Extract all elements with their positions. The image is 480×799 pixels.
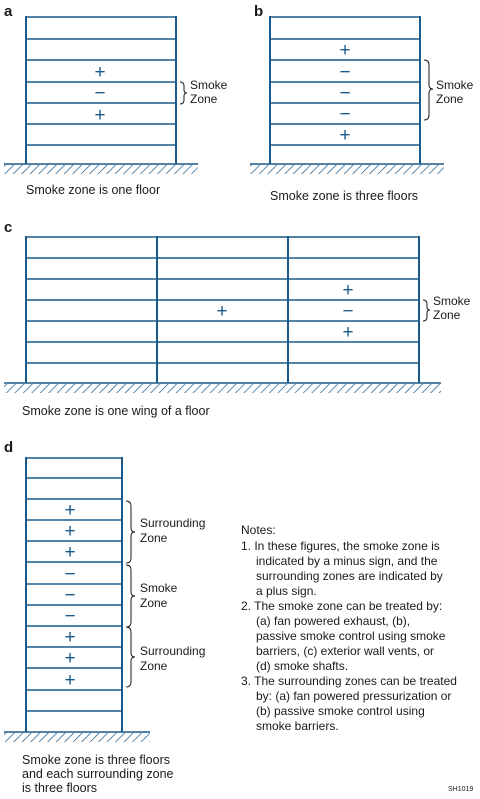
panel-d-brace-2 [125,564,136,628]
panel-c-ground [4,382,441,393]
panel-c-zone-label-1: Smoke [433,294,471,308]
panel-c-building [25,236,420,383]
panel-d-zone-1-label-1: Surrounding [140,516,205,530]
panel-b: b + − − − + Smoke Zone Smoke zone is thr… [250,3,474,203]
panel-b-caption: Smoke zone is three floors [270,189,418,203]
notes-line-8: barriers, (c) exterior wall vents, or [256,644,434,658]
panel-a-zone-label-1: Smoke [190,78,228,92]
panel-a-sign-2: − [94,83,105,104]
panel-c-sign-2: − [342,301,353,322]
notes-heading: Notes: [241,523,276,537]
panel-c: c + + − + Smoke Zone Smoke zone is one w… [4,219,471,418]
panel-d-sign-1: + [64,500,75,521]
notes-line-12: (b) passive smoke control using [256,704,425,718]
panel-d-sign-8: + [64,648,75,669]
panel-d: d + + + − − − + + + [4,439,205,795]
panel-d-brace-3 [125,626,136,688]
panel-b-zone-label-1: Smoke [436,78,474,92]
notes-line-2: indicated by a minus sign, and the [256,554,438,568]
panel-b-sign-4: − [339,104,350,125]
notes-line-13: smoke barriers. [256,719,339,733]
panel-d-zone-3-label-2: Zone [140,659,168,673]
panel-a-letter: a [4,3,13,20]
panel-d-sign-3: + [64,542,75,563]
panel-b-brace [423,59,434,121]
panel-d-caption-3: is three floors [22,781,97,795]
panel-a-zone-label-2: Zone [190,92,218,106]
panel-d-caption-2: and each surrounding zone [22,767,174,781]
panel-c-letter: c [4,219,12,236]
panel-b-sign-1: + [339,40,350,61]
panel-d-zone-2-label-1: Smoke [140,581,178,595]
panel-d-zone-2-label-2: Zone [140,596,168,610]
notes-line-6: (a) fan powered exhaust, (b), [256,614,410,628]
panel-c-caption: Smoke zone is one wing of a floor [22,404,210,418]
panel-a-building [25,16,177,164]
panel-b-zone-label-2: Zone [436,92,464,106]
panel-d-caption-1: Smoke zone is three floors [22,753,170,767]
panel-b-sign-5: + [339,125,350,146]
panel-b-ground [250,163,444,174]
panel-a-sign-3: + [94,105,105,126]
panel-b-letter: b [254,3,263,20]
panel-d-building [25,457,123,732]
notes-line-4: a plus sign. [256,584,317,598]
notes-line-5: 2. The smoke zone can be treated by: [241,599,442,613]
panel-d-zone-1-label-2: Zone [140,531,168,545]
panel-d-zone-3-label-1: Surrounding [140,644,205,658]
panel-c-sign-3: + [342,322,353,343]
panel-a: a + − + Smoke Zone Smoke zone is one flo… [4,3,228,197]
panel-d-sign-7: + [64,627,75,648]
panel-d-sign-5: − [64,585,75,606]
panel-d-letter: d [4,439,13,456]
panel-c-zone-label-2: Zone [433,308,461,322]
notes-line-7: passive smoke control using smoke [256,629,446,643]
panel-d-ground [4,731,150,742]
notes-line-9: (d) smoke shafts. [256,659,348,673]
panel-d-sign-6: − [64,606,75,627]
panel-b-sign-2: − [339,62,350,83]
notes-line-11: by: (a) fan powered pressurization or [256,689,451,703]
panel-d-sign-4: − [64,564,75,585]
panel-a-caption: Smoke zone is one floor [26,183,160,197]
panel-c-middle-sign: + [216,301,227,322]
panel-b-building [269,16,421,164]
panel-a-ground [4,163,198,174]
notes-line-10: 3. The surrounding zones can be treated [241,674,457,688]
notes-line-3: surrounding zones are indicated by [256,569,443,583]
panel-a-sign-1: + [94,62,105,83]
panel-d-sign-2: + [64,521,75,542]
notes-line-1: 1. In these figures, the smoke zone is [241,539,440,553]
panel-d-brace-1 [125,500,136,564]
panel-a-brace [179,81,188,105]
notes: Notes: 1. In these figures, the smoke zo… [241,523,457,733]
panel-c-sign-1: + [342,280,353,301]
panel-b-sign-3: − [339,83,350,104]
figure-code: SH1019 [448,786,473,793]
panel-d-sign-9: + [64,670,75,691]
panel-c-brace [422,299,431,322]
